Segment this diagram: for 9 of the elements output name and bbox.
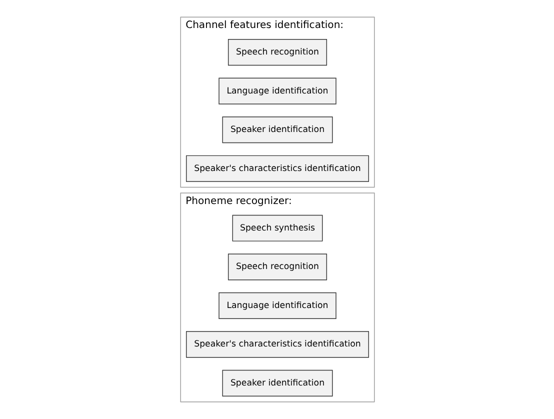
- node-box: Speech recognition: [227, 39, 327, 66]
- node-box: Language identification: [218, 292, 336, 319]
- node-box: Speaker identification: [222, 116, 332, 144]
- node-box: Speech recognition: [227, 254, 327, 280]
- node-box: Speaker's characteristics identification: [186, 155, 368, 182]
- node-box: Speech synthesis: [232, 214, 322, 242]
- node-box: Language identification: [218, 78, 336, 104]
- node-box: Speaker identification: [222, 370, 332, 396]
- node-box: Speaker's characteristics identification: [186, 331, 368, 358]
